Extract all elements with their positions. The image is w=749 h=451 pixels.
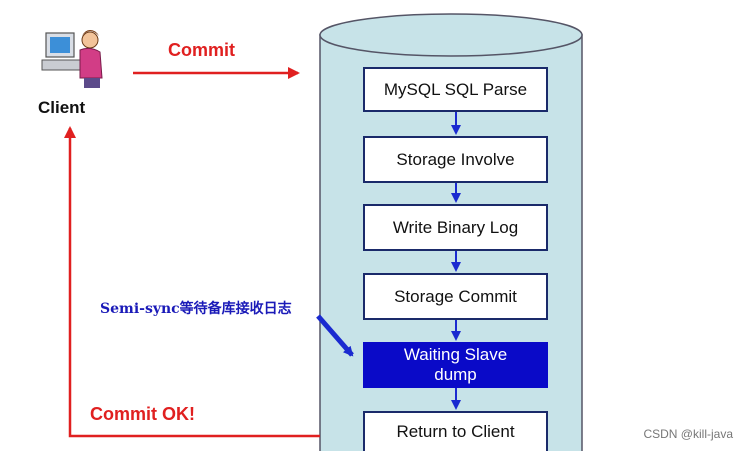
client-label: Client [38,98,86,117]
commit-ok-arrow [64,126,320,438]
commit-label: Commit [168,40,235,60]
step-waiting-slave-dump: Waiting Slave dump [363,342,548,388]
watermark: CSDN @kill-java [643,427,733,441]
semi-sync-annotation: Semi-sync等待备库接收日志 [100,301,292,317]
step-write-binary-log: Write Binary Log [363,204,548,251]
step-storage-involve: Storage Involve [363,136,548,183]
client-icon [41,30,103,88]
commit-ok-label: Commit OK! [90,404,195,424]
step-return-to-client: Return to Client [363,411,548,451]
semi-sync-pointer-arrow [316,314,354,357]
step-mysql-sql-parse: MySQL SQL Parse [363,67,548,112]
step-storage-commit: Storage Commit [363,273,548,320]
